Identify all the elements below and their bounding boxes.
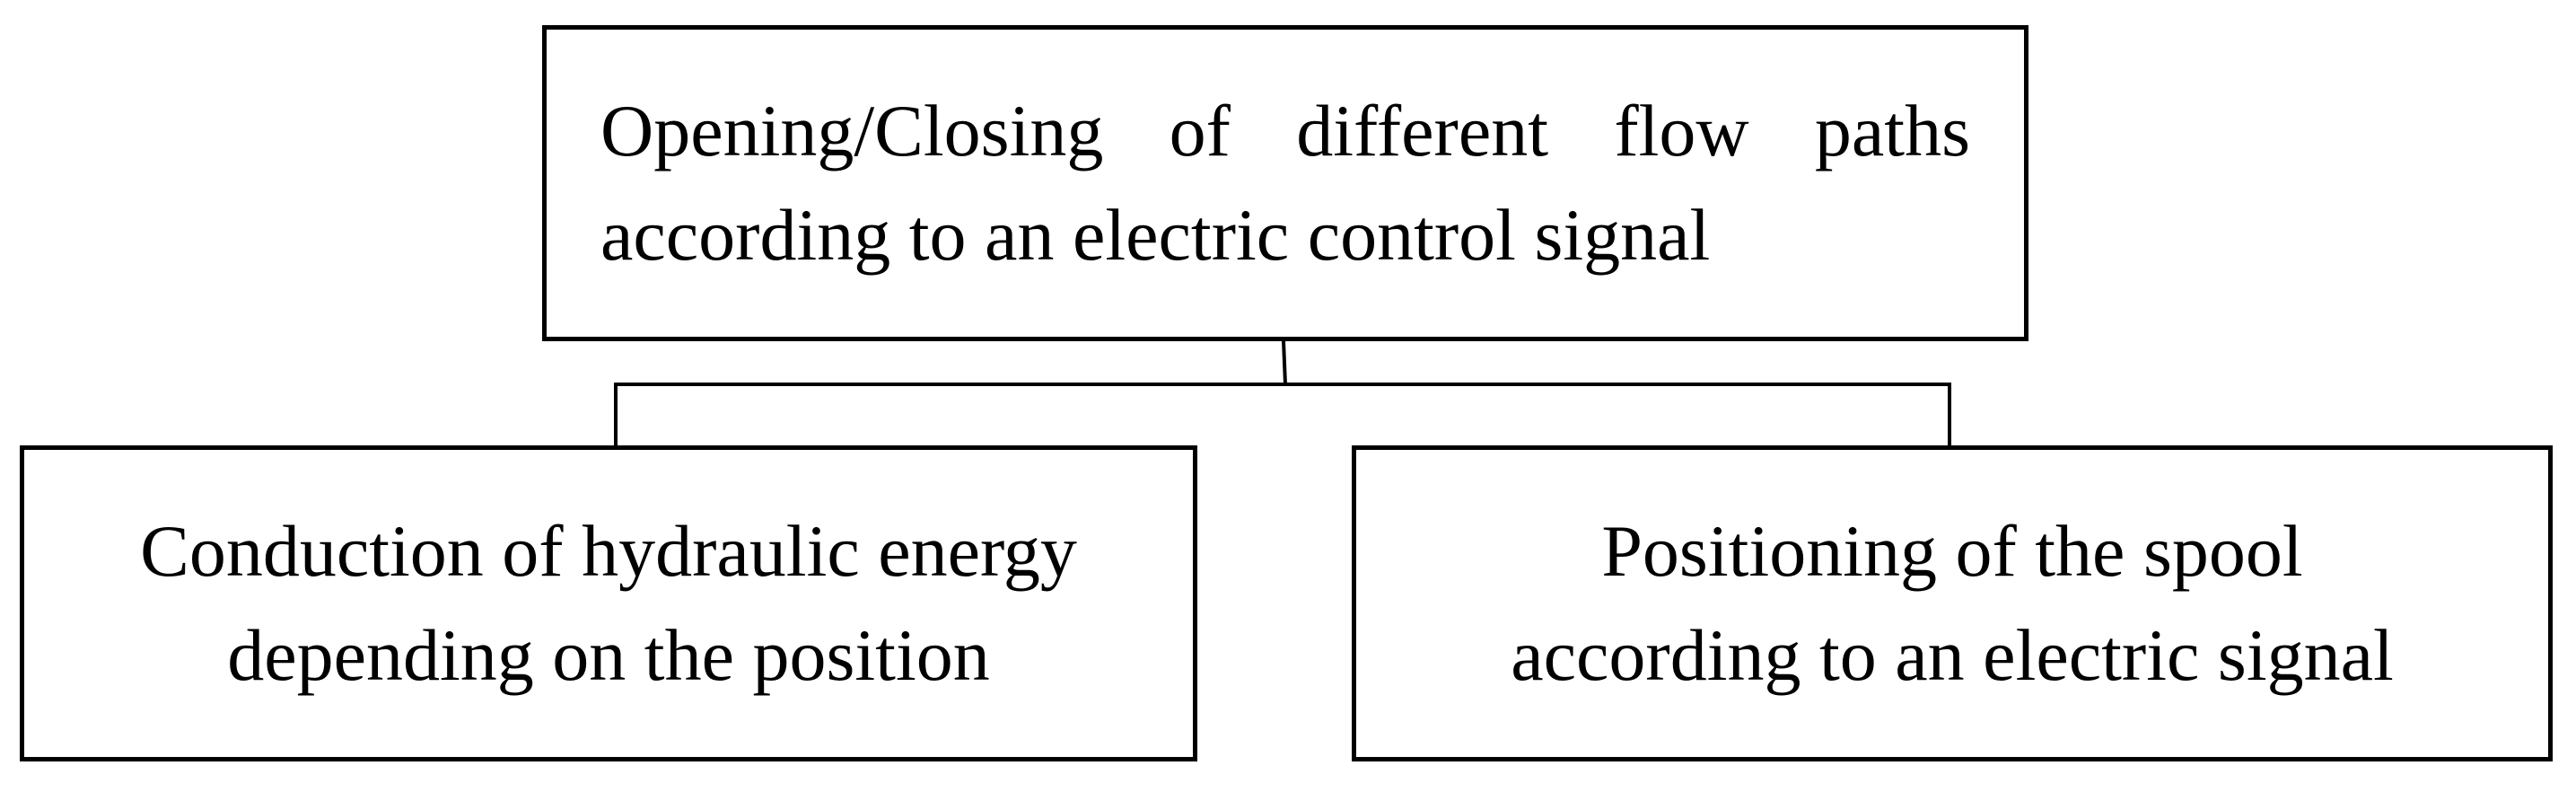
top-function-line-2: according to an electric control signal	[600, 194, 1711, 276]
top-function-box: Opening/Closing of different flow paths …	[542, 25, 2028, 341]
connector-trunk	[1282, 340, 1287, 385]
top-function-line-1: Opening/Closing of different flow paths	[600, 90, 1970, 172]
right-subfunction-line-1: Positioning of the spool	[1601, 510, 2303, 592]
left-subfunction-line-1: Conduction of hydraulic energy	[140, 510, 1077, 592]
right-subfunction-box: Positioning of the spool according to an…	[1352, 445, 2553, 761]
left-subfunction-box: Conduction of hydraulic energy depending…	[20, 445, 1197, 761]
right-subfunction-line-2: according to an electric signal	[1511, 614, 2394, 696]
left-subfunction-line-2: depending on the position	[227, 614, 990, 696]
